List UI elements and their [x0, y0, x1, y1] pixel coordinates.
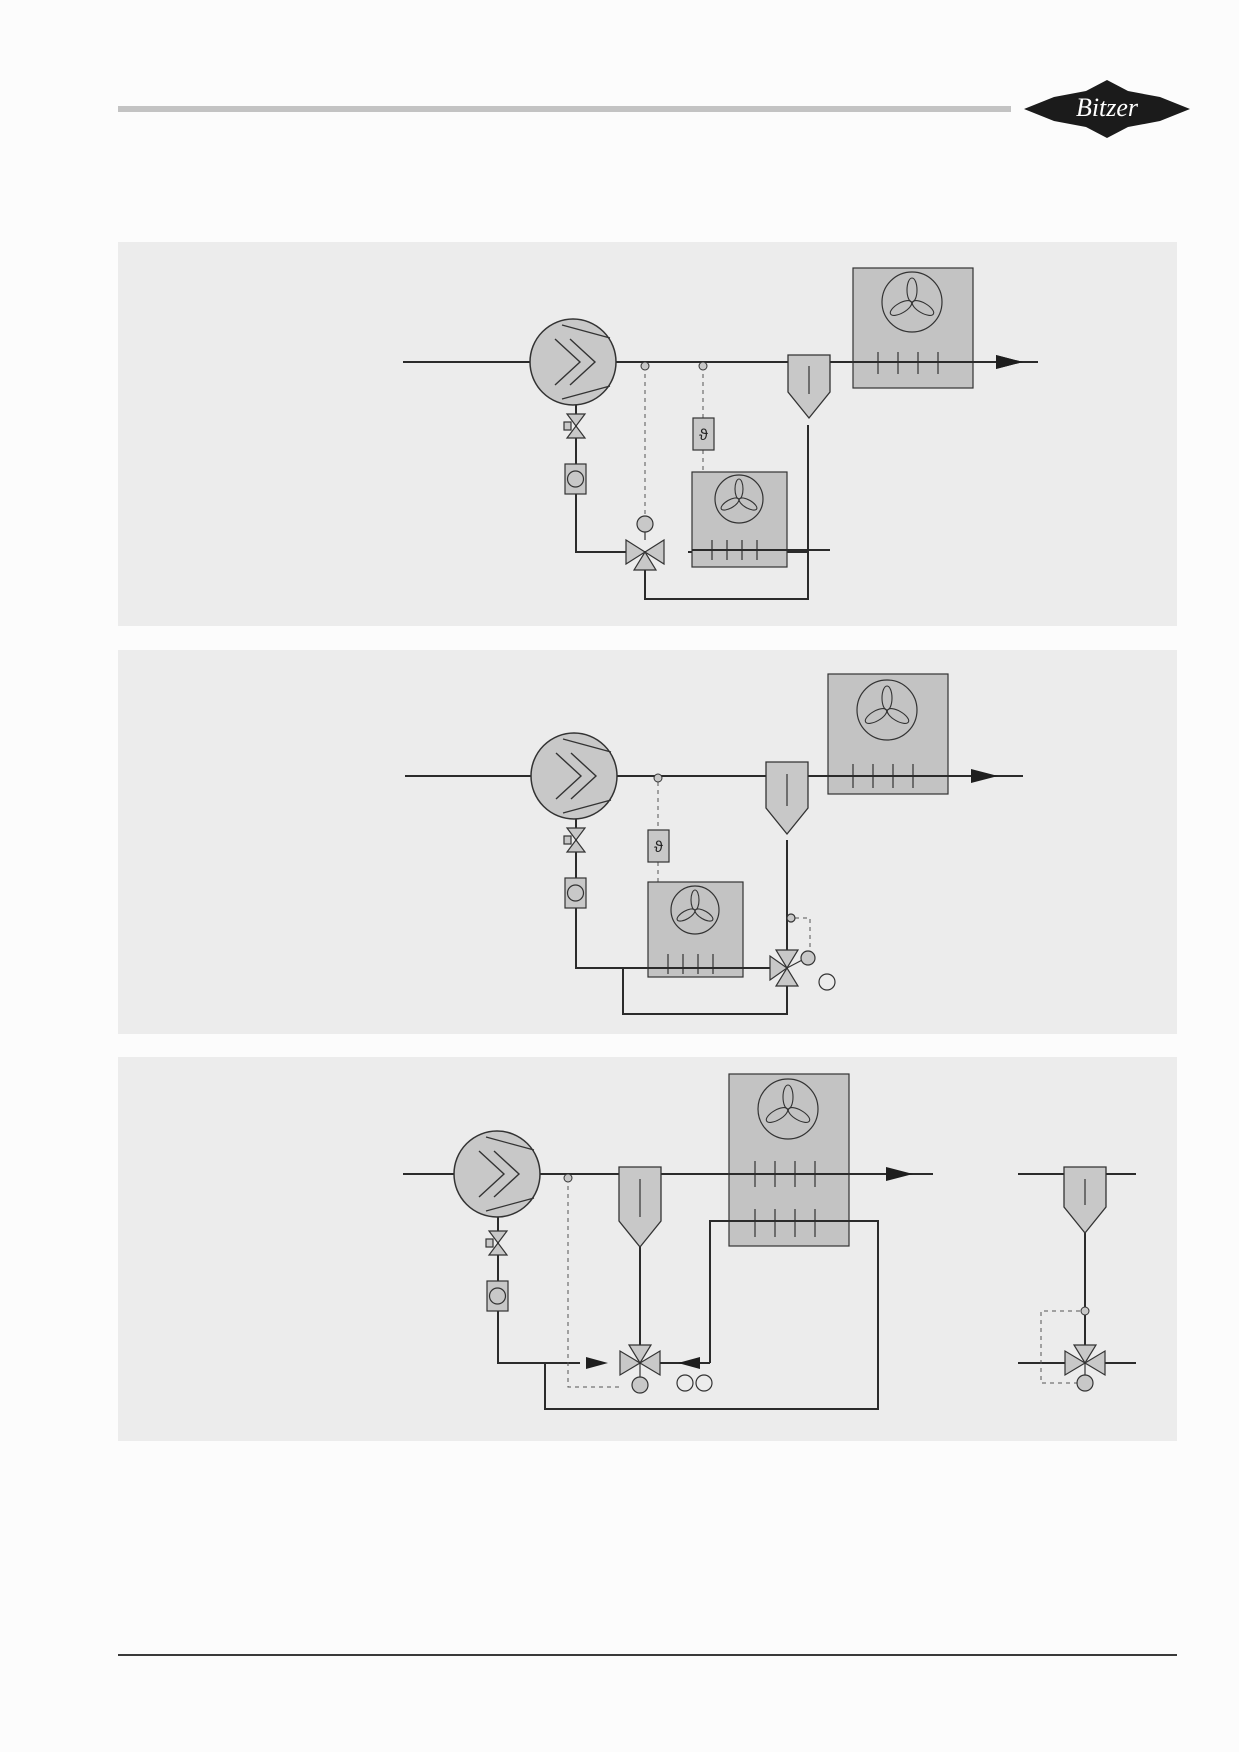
three-way-valve-icon: [619, 1344, 661, 1394]
flow-arrow-icon: [971, 769, 998, 783]
three-way-valve-icon: [769, 913, 816, 987]
compressor-icon: [453, 1130, 541, 1218]
temperature-sensor-icon: ϑ: [692, 417, 715, 451]
condenser-large-icon: [728, 1073, 850, 1247]
diagram-panel-2: ϑ: [118, 650, 1177, 1034]
solenoid-valve-icon: [485, 1230, 509, 1256]
reference-point-icon: [818, 973, 836, 991]
flow-arrow-icon: [586, 1357, 608, 1369]
flow-arrow-icon: [886, 1167, 913, 1181]
pressure-tap-icon: [1080, 1306, 1090, 1316]
bitzer-logo: Bitzer: [1024, 80, 1190, 138]
circuit-diagram-3: [403, 1073, 1136, 1410]
pressure-tap-icon: [640, 361, 650, 371]
three-way-valve-icon: [1064, 1344, 1106, 1392]
condenser-large-icon: [827, 673, 949, 795]
condenser-small-icon: [691, 471, 788, 568]
temperature-sensor-label: ϑ: [699, 427, 708, 444]
temperature-sensor-icon: ϑ: [647, 829, 670, 863]
diagram-panel-3: [118, 1057, 1177, 1441]
pressure-tap-icon: [653, 773, 663, 783]
filter-drier-icon: [486, 1280, 509, 1312]
condenser-large-icon: [852, 267, 974, 389]
compressor-icon: [530, 732, 618, 820]
circuit-diagram-2: ϑ: [405, 673, 1023, 1015]
reference-point-icon: [676, 1374, 694, 1392]
circuit-diagram-1: ϑ: [403, 267, 1038, 600]
filter-drier-icon: [564, 877, 587, 909]
header-rule: [118, 106, 1011, 112]
receiver-icon: [765, 761, 809, 836]
solenoid-valve-icon: [563, 413, 587, 439]
three-way-valve-icon: [625, 515, 665, 571]
solenoid-valve-icon: [563, 827, 587, 853]
receiver-icon: [1063, 1166, 1107, 1235]
compressor-icon: [529, 318, 617, 406]
diagram-panel-1: ϑ: [118, 242, 1177, 626]
receiver-icon: [618, 1166, 662, 1249]
flow-arrow-icon: [678, 1357, 700, 1369]
pressure-tap-icon: [698, 361, 708, 371]
footer-rule: [118, 1654, 1177, 1656]
reference-point-icon: [695, 1374, 713, 1392]
condenser-small-icon: [647, 881, 744, 978]
temperature-sensor-label: ϑ: [654, 839, 663, 856]
filter-drier-icon: [564, 463, 587, 495]
svg-text:Bitzer: Bitzer: [1076, 93, 1139, 122]
receiver-icon: [787, 354, 831, 420]
pressure-tap-icon: [563, 1173, 573, 1183]
